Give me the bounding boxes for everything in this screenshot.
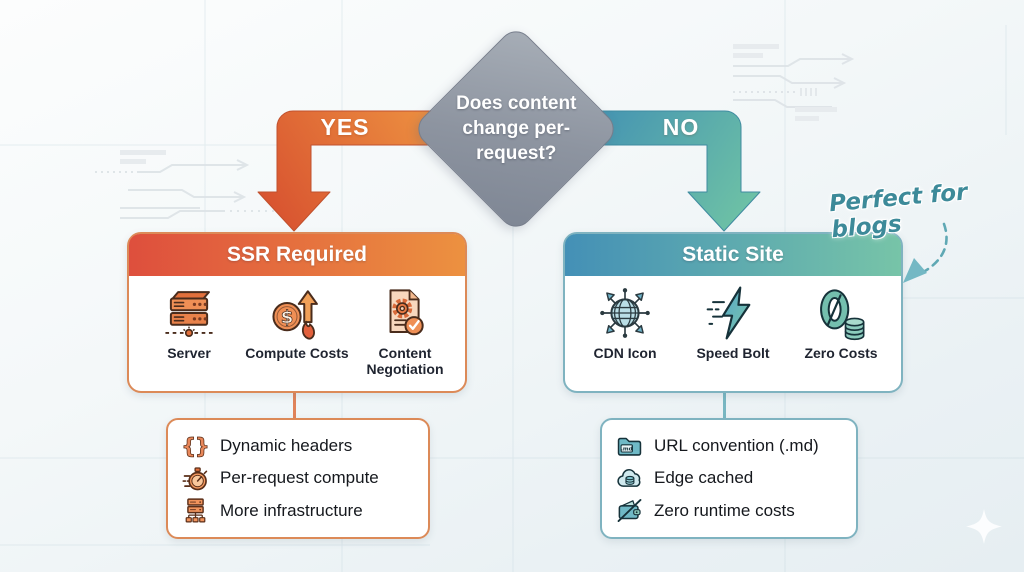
svg-text:}: } [195,433,209,458]
cdn-icon [600,288,650,338]
static-card: Static Site [563,232,903,393]
infrastructure-icon [185,498,206,523]
ssr-detail-infrastructure: More infrastructure [182,497,414,524]
no-cost-wallet-icon [617,499,642,523]
svg-text:.md: .md [621,446,633,452]
static-item-label: Speed Bolt [696,345,770,361]
ssr-item-label: Content Negotiation [366,345,444,378]
static-detail-label: URL convention (.md) [654,436,819,456]
ssr-item-label: Compute Costs [245,345,349,361]
no-label: NO [662,114,700,140]
svg-text:{: { [182,433,196,458]
static-details-card: .md URL convention (.md) Edge cached Zer… [600,418,858,539]
static-item-label: Zero Costs [804,345,878,361]
zero-costs-icon [820,289,865,341]
ssr-detail-dynamic-headers: { } Dynamic headers [182,433,414,460]
static-detail-url-convention: .md URL convention (.md) [616,433,842,460]
static-detail-zero-runtime: Zero runtime costs [616,497,842,524]
speed-bolt-icon [706,286,751,340]
ssr-item-label: Server [167,345,211,361]
static-item-cdn: CDN Icon [572,284,678,361]
decision-question: Does content change per-request? [455,93,577,165]
static-detail-label: Edge cached [654,468,754,488]
ssr-connector-line [293,389,296,419]
ssr-details-card: { } Dynamic headers Per-request compute [166,418,430,539]
svg-text:$: $ [281,307,294,328]
yes-arrow [257,110,471,232]
static-item-label: CDN Icon [593,345,657,361]
server-icon [165,291,213,338]
ssr-detail-label: Per-request compute [220,468,379,488]
stopwatch-icon [182,467,208,491]
static-card-title: Static Site [565,234,901,276]
ssr-item-negotiation: Content Negotiation [352,284,458,377]
ssr-detail-label: More infrastructure [220,500,363,520]
braces-icon: { } [182,433,209,459]
ssr-detail-per-request: Per-request compute [182,465,414,492]
ssr-detail-label: Dynamic headers [220,436,353,456]
static-item-zerocosts: Zero Costs [788,284,894,361]
md-folder-icon: .md [617,437,642,456]
edge-cache-icon [617,469,641,487]
content-negotiation-icon [389,289,424,336]
ssr-card-title: SSR Required [129,234,465,276]
yes-label: YES [320,114,370,140]
ssr-item-server: Server [136,284,242,377]
ssr-card: SSR Required S [127,232,467,393]
static-connector-line [723,389,726,419]
ssr-item-compute: $ Compute Costs [244,284,350,377]
static-item-speed: Speed Bolt [680,284,786,361]
static-detail-edge-cached: Edge cached [616,465,842,492]
compute-costs-icon: $ [272,290,318,340]
static-detail-label: Zero runtime costs [654,500,795,520]
